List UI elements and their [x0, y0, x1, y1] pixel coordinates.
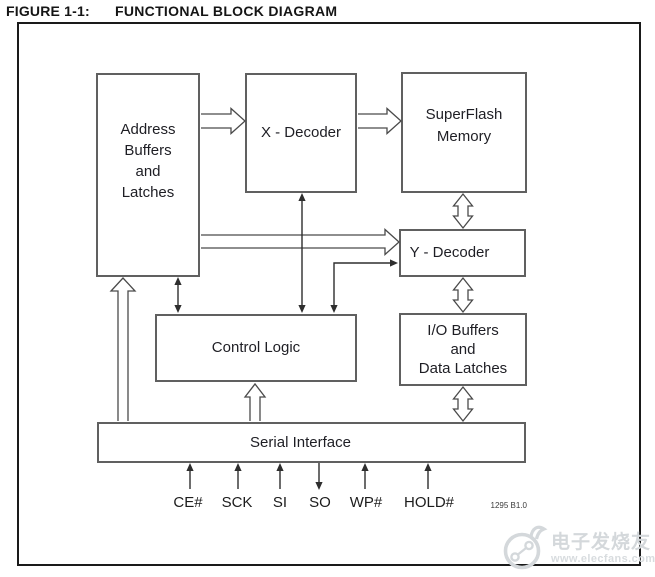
- pin-label-wp: WP#: [349, 494, 383, 511]
- pin-label-so: SO: [309, 494, 331, 511]
- figure-header: FIGURE 1-1: FUNCTIONAL BLOCK DIAGRAM: [0, 3, 655, 19]
- block-x-decoder-label: X - Decoder: [260, 124, 342, 141]
- block-control-logic-label: Control Logic: [211, 339, 301, 356]
- watermark-logo-icon: [503, 525, 548, 570]
- pin-label-si: SI: [272, 494, 288, 511]
- block-superflash-memory-label: SuperFlash Memory: [425, 106, 503, 145]
- watermark-url: www.elecfans.com: [551, 552, 655, 565]
- block-io-buffers: I/O Buffers and Data Latches: [399, 313, 527, 386]
- block-address-buffers: Address Buffers and Latches: [96, 73, 200, 277]
- block-control-logic: Control Logic: [155, 314, 357, 382]
- block-io-buffers-label: I/O Buffers and Data Latches: [418, 322, 508, 377]
- diagram-frame: [17, 22, 641, 566]
- figure-revision-code: 1295 B1.0: [490, 501, 527, 510]
- block-y-decoder-label: Y - Decoder: [409, 244, 490, 261]
- block-superflash-memory: SuperFlash Memory: [401, 72, 527, 193]
- watermark: 电子发烧友 www.elecfans.com: [500, 520, 655, 576]
- block-serial-interface: Serial Interface: [97, 422, 526, 463]
- watermark-text: 电子发烧友 www.elecfans.com: [551, 532, 655, 565]
- figure-label: FIGURE 1-1:: [6, 3, 90, 19]
- block-y-decoder: Y - Decoder: [399, 229, 526, 277]
- pin-label-hold: HOLD#: [403, 494, 455, 511]
- block-serial-interface-label: Serial Interface: [250, 433, 351, 451]
- block-x-decoder: X - Decoder: [245, 73, 357, 193]
- pin-label-sck: SCK: [221, 494, 253, 511]
- figure-title: FUNCTIONAL BLOCK DIAGRAM: [115, 3, 338, 19]
- pin-label-ce: CE#: [173, 494, 203, 511]
- watermark-brand: 电子发烧友: [551, 531, 652, 553]
- block-address-buffers-label: Address Buffers and Latches: [120, 121, 176, 201]
